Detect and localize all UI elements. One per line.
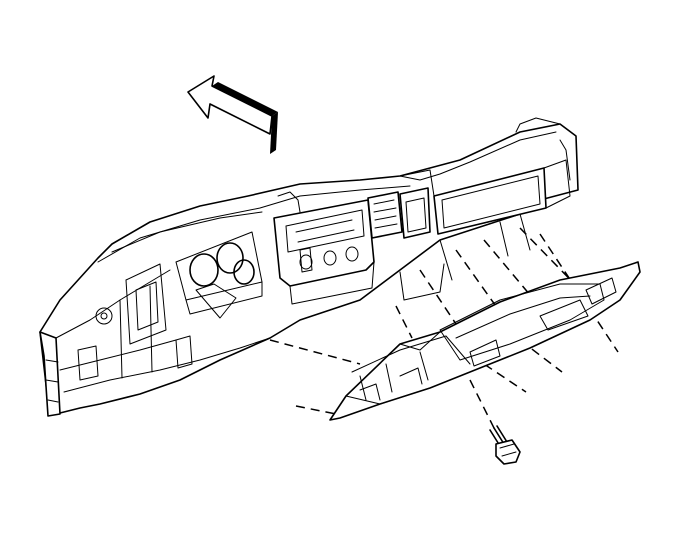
radio-control-opening bbox=[273, 191, 375, 305]
lower-closeout-panel bbox=[329, 261, 641, 421]
upper-glove-box-opening bbox=[399, 139, 571, 301]
direction-arrow-icon bbox=[187, 75, 278, 154]
glove-box-trim bbox=[359, 277, 617, 401]
fastener-screw-icon bbox=[489, 425, 521, 465]
center-air-outlet bbox=[367, 187, 431, 239]
instrument-cluster-opening bbox=[175, 231, 263, 315]
